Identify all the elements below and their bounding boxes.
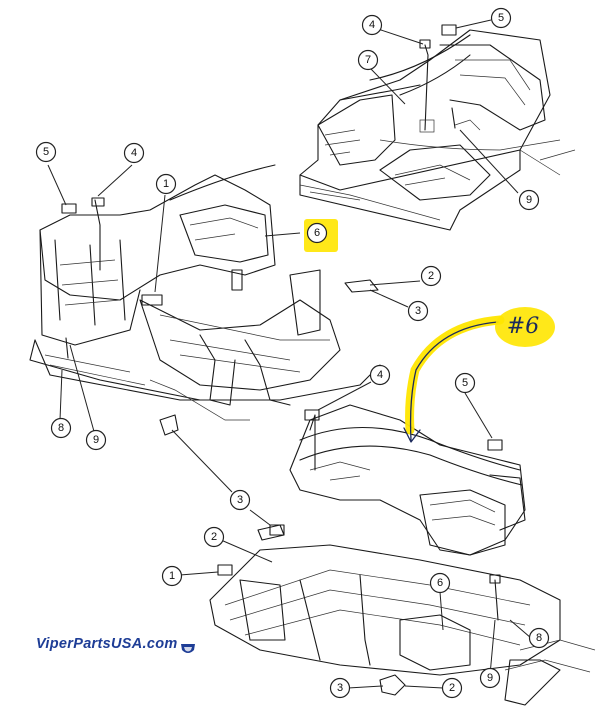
callout-c15: 3 xyxy=(229,489,251,511)
svg-text:4: 4 xyxy=(131,147,137,159)
svg-text:3: 3 xyxy=(415,305,421,317)
callout-c7: 1 xyxy=(155,173,177,195)
left-assembly xyxy=(29,164,381,421)
callout-c19: 8 xyxy=(528,627,550,649)
svg-text:1: 1 xyxy=(163,178,169,190)
leader-lines xyxy=(47,19,532,689)
svg-text:4: 4 xyxy=(369,19,375,31)
brand-logo-text: ViperPartsUSA.com xyxy=(36,636,178,652)
handwritten-arrow xyxy=(403,321,499,443)
callout-c1: 4 xyxy=(361,14,383,36)
svg-text:3: 3 xyxy=(237,494,243,506)
svg-text:3: 3 xyxy=(337,682,343,694)
callout-c18: 6 xyxy=(429,572,451,594)
callout-c10: 3 xyxy=(407,300,429,322)
callout-c22: 2 xyxy=(441,677,463,699)
svg-text:8: 8 xyxy=(536,632,542,644)
callout-c14: 5 xyxy=(454,372,476,394)
callout-c6: 4 xyxy=(123,142,145,164)
svg-text:2: 2 xyxy=(449,682,455,694)
svg-text:1: 1 xyxy=(169,570,175,582)
callout-c12: 9 xyxy=(85,429,107,451)
highlight-arrow xyxy=(405,315,505,435)
bottom-right-assembly xyxy=(159,279,596,706)
callout-c4: 9 xyxy=(518,189,540,211)
callout-c2: 5 xyxy=(490,7,512,29)
svg-text:2: 2 xyxy=(428,270,434,282)
brand-badge-icon xyxy=(181,644,195,653)
callout-c20: 9 xyxy=(479,667,501,689)
top-right-assembly xyxy=(299,24,576,231)
svg-text:7: 7 xyxy=(365,54,371,66)
callout-c9: 2 xyxy=(420,265,442,287)
svg-text:9: 9 xyxy=(93,434,99,446)
callout-c5: 5 xyxy=(35,141,57,163)
svg-text:2: 2 xyxy=(211,531,217,543)
callout-c11: 8 xyxy=(50,417,72,439)
handwritten-note-highlight xyxy=(495,307,555,347)
svg-text:6: 6 xyxy=(314,227,320,239)
handwritten-note: #6 xyxy=(507,314,539,339)
svg-text:5: 5 xyxy=(462,377,468,389)
callout-c16: 2 xyxy=(203,526,225,548)
callout-c21: 3 xyxy=(329,677,351,699)
svg-text:8: 8 xyxy=(58,422,64,434)
svg-text:6: 6 xyxy=(437,577,443,589)
svg-text:9: 9 xyxy=(526,194,532,206)
svg-text:4: 4 xyxy=(377,369,383,381)
callouts: 4 5 7 9 5 4 1 6 2 3 8 9 4 5 3 2 1 6 8 9 … xyxy=(35,7,550,699)
svg-text:5: 5 xyxy=(43,146,49,158)
callout-c17: 1 xyxy=(161,565,183,587)
callout-c8: 6 xyxy=(306,222,328,244)
callout-c13: 4 xyxy=(369,364,391,386)
svg-text:9: 9 xyxy=(487,672,493,684)
svg-text:5: 5 xyxy=(498,12,504,24)
callout-c3: 7 xyxy=(357,49,379,71)
